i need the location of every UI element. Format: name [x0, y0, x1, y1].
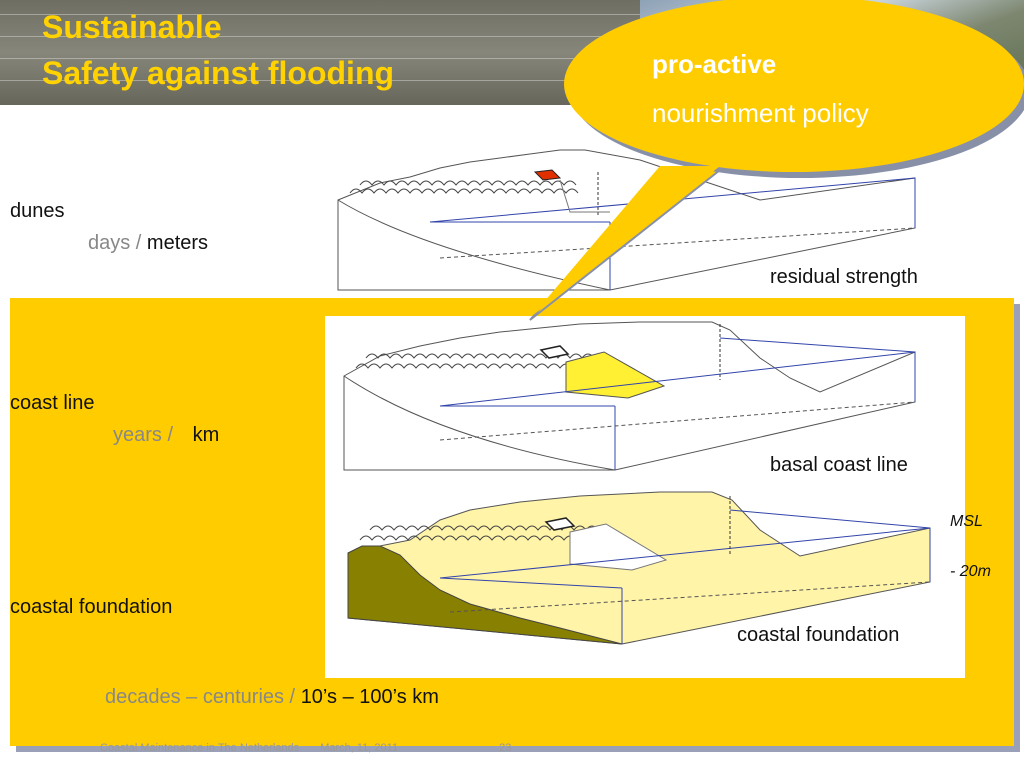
nourishment-red-marker: [533, 169, 562, 181]
title-line-1: Sustainable: [42, 9, 222, 45]
foundation-block-diagram: [347, 491, 931, 645]
label-msl: MSL: [950, 513, 983, 530]
callout-title: pro-active: [652, 49, 777, 79]
level-time-foundation: decades – centuries /: [105, 686, 296, 708]
title-line-2: Safety against flooding: [42, 55, 395, 91]
label-residual-strength: residual strength: [770, 266, 918, 288]
label-basal-coast-line: basal coast line: [770, 454, 908, 476]
slide-footer: Coastal Maintenance in The Netherlands M…: [100, 742, 529, 754]
level-space-foundation: 10’s – 100’s km: [300, 686, 439, 708]
level-scale-coastline: years / km: [113, 424, 219, 447]
label-coastal-foundation: coastal foundation: [737, 624, 900, 646]
level-name-dunes: dunes: [10, 200, 65, 222]
level-scale-foundation: decades – centuries / 10’s – 100’s km: [105, 686, 439, 709]
callout-pointer: [529, 169, 723, 321]
level-scale-dunes: days / meters: [88, 232, 208, 255]
level-space-dunes: meters: [146, 232, 209, 254]
label-depth: - 20m: [950, 563, 991, 580]
level-space-coastline: km: [192, 424, 220, 446]
footer-date: March, 11, 2011: [320, 742, 399, 754]
slide-title: Sustainable Safety against flooding: [42, 4, 394, 96]
footer-org: Coastal Maintenance in The Netherlands: [100, 742, 300, 754]
header-band: [0, 0, 660, 105]
callout-text: pro-active nourishment policy: [652, 44, 869, 134]
level-name-foundation: coastal foundation: [10, 596, 173, 618]
coastline-block-diagram: [343, 321, 916, 471]
level-time-coastline: years /: [113, 424, 174, 446]
callout-subtitle: nourishment policy: [652, 98, 869, 128]
footer-page: 23: [499, 742, 512, 754]
level-name-coastline: coast line: [10, 392, 95, 414]
level-time-dunes: days /: [88, 232, 142, 254]
